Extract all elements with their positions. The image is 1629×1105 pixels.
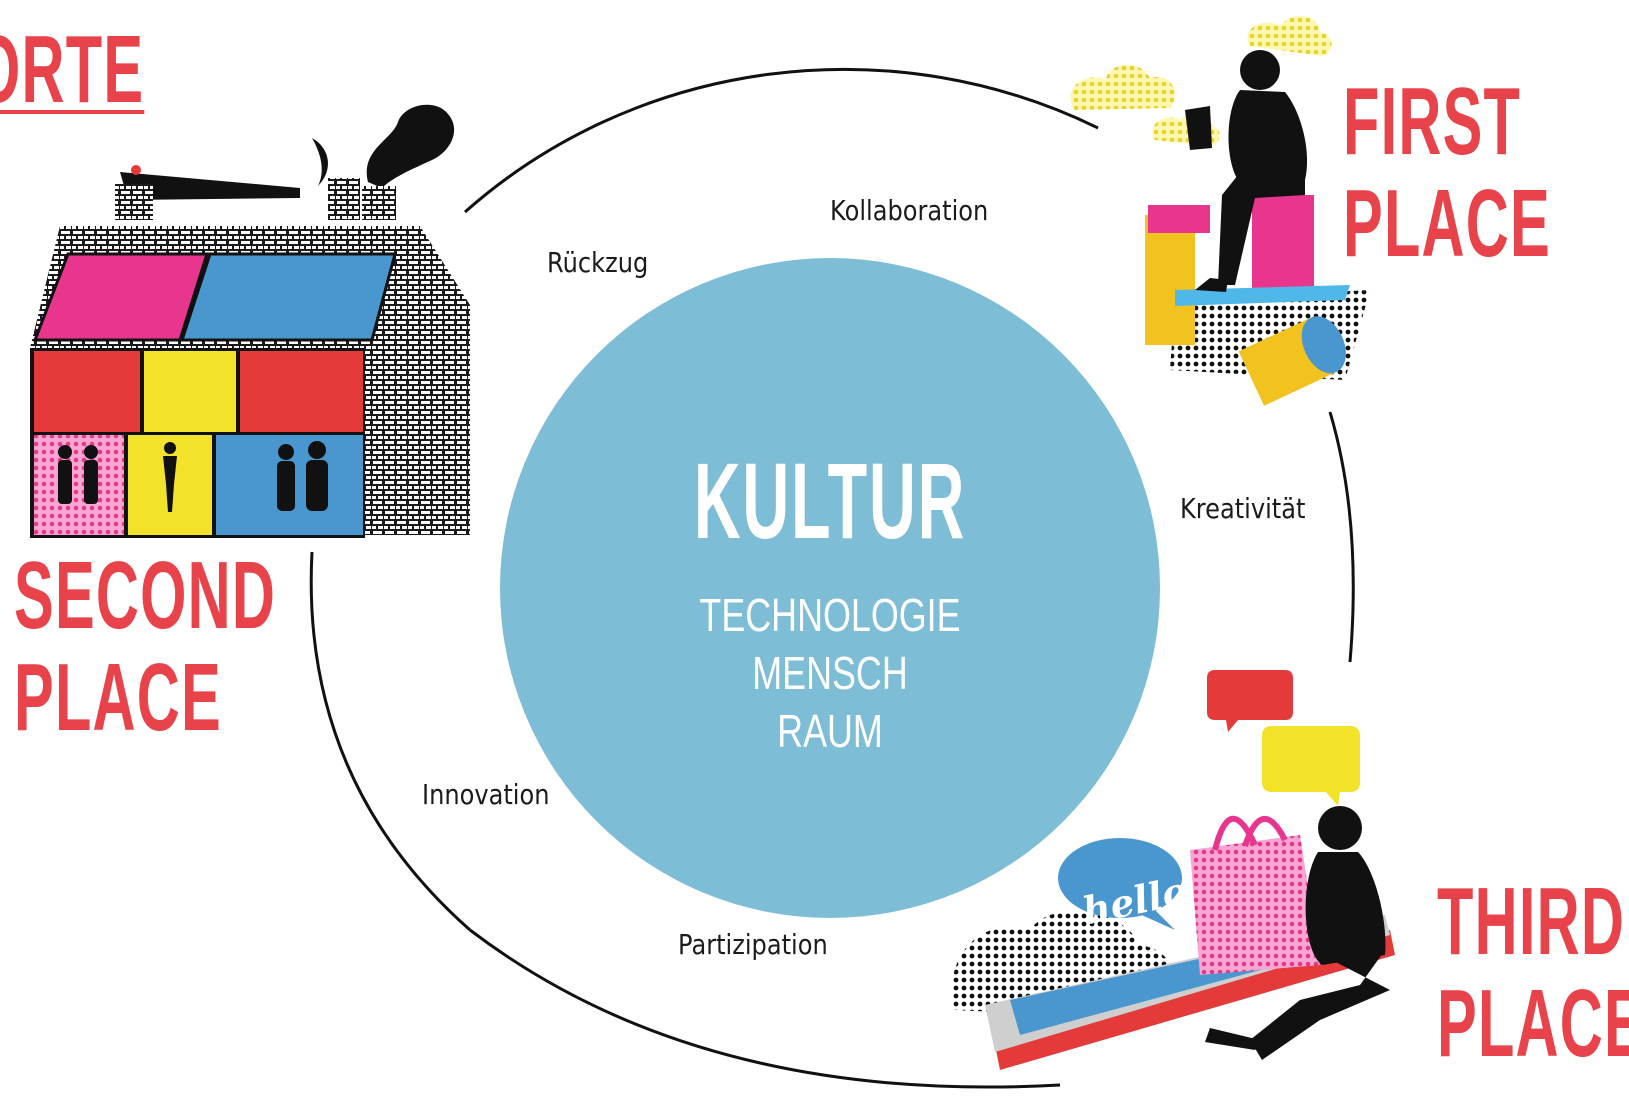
- heading-third-place-line-1: THIRD: [1437, 868, 1626, 975]
- center-line-technologie: TECHNOLOGIE: [699, 589, 961, 641]
- heading-second-place-line-1: SECOND: [14, 542, 277, 649]
- heading-second-place: SECOND PLACE: [14, 548, 276, 746]
- first-place-illustration: [1070, 15, 1370, 406]
- ring-arc-left: [309, 551, 471, 932]
- label-kreativitaet: Kreativität: [1180, 492, 1306, 525]
- heading-third-place-line-2: PLACE: [1437, 970, 1629, 1077]
- heading-top-left: ORTE: [0, 16, 145, 123]
- center-line-raum: RAUM: [777, 705, 883, 757]
- house-illustration: [30, 104, 470, 538]
- ring-arc-bottom: [469, 928, 1061, 1089]
- heading-first-place: FIRST PLACE: [1343, 74, 1551, 272]
- heading-third-place: THIRD PLACE: [1437, 874, 1629, 1072]
- center-line-mensch: MENSCH: [752, 647, 908, 699]
- ring-arc-top: [464, 67, 1099, 214]
- label-innovation: Innovation: [422, 778, 550, 811]
- label-kollaboration: Kollaboration: [830, 194, 989, 227]
- ring-arc-right: [1328, 411, 1355, 663]
- center-circle: [500, 258, 1160, 918]
- third-place-illustration: [952, 670, 1395, 1070]
- heading-second-place-line-2: PLACE: [14, 644, 222, 751]
- outer-ring: [309, 67, 1355, 1089]
- heading-first-place-line-2: PLACE: [1343, 170, 1551, 277]
- label-rueckzug: Rückzug: [547, 246, 649, 279]
- label-partizipation: Partizipation: [678, 928, 828, 961]
- heading-first-place-line-1: FIRST: [1343, 68, 1522, 175]
- center-title: KULTUR: [693, 440, 967, 561]
